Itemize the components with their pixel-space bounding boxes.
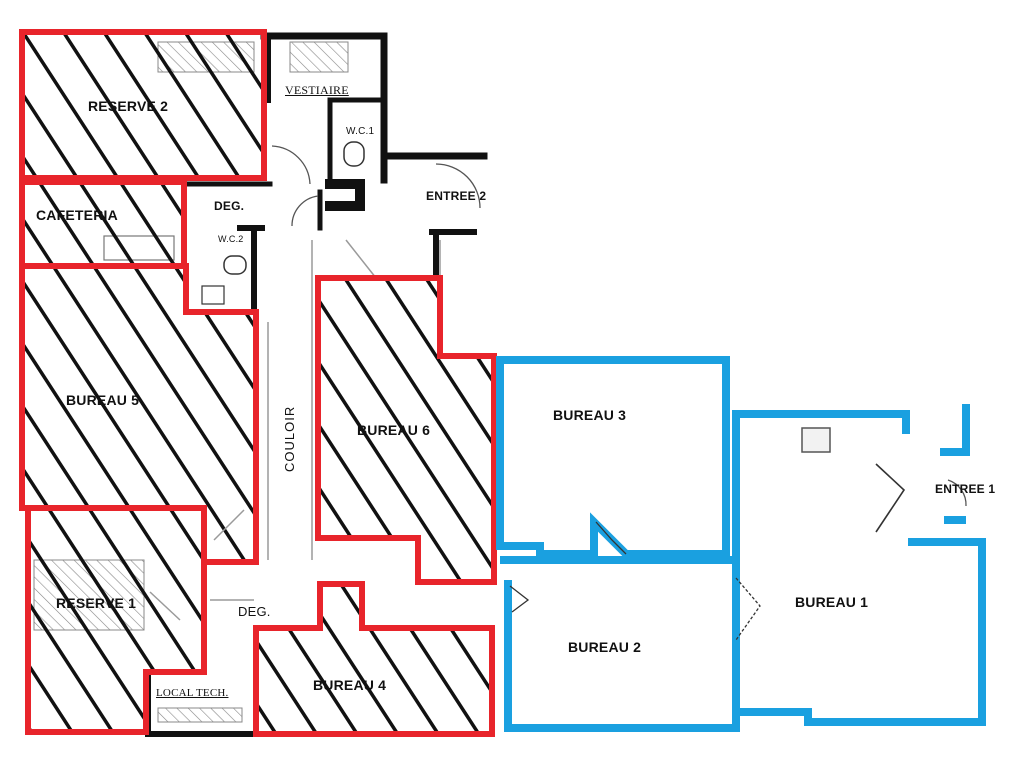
label-bureau-2: BUREAU 2 bbox=[568, 639, 642, 655]
label-bureau-1: BUREAU 1 bbox=[795, 594, 869, 610]
door-bureau1-double bbox=[875, 463, 906, 533]
red-zones bbox=[19, 29, 497, 737]
label-reserve-1: RESERVE 1 bbox=[56, 595, 137, 611]
label-bureau-5: BUREAU 5 bbox=[66, 392, 140, 408]
door-entree2 bbox=[435, 163, 481, 209]
label-deg-bottom: DEG. bbox=[238, 604, 271, 619]
label-wc-1: W.C.1 bbox=[346, 126, 375, 137]
bureau6-outline bbox=[315, 275, 497, 585]
sink-icon bbox=[801, 427, 831, 453]
label-entree-2: ENTREE 2 bbox=[426, 189, 487, 203]
reserve1-hatch bbox=[30, 510, 204, 730]
local-tech-equipment bbox=[157, 707, 243, 723]
door-bureau2 bbox=[735, 577, 761, 641]
wc1-toilet-icon bbox=[343, 141, 365, 167]
bureau1-bottom bbox=[736, 538, 986, 726]
label-vestiaire: VESTIAIRE bbox=[285, 83, 349, 97]
label-wc-2: W.C.2 bbox=[218, 234, 244, 244]
blue-zones bbox=[496, 356, 986, 732]
wc2-toilet-icon bbox=[223, 255, 247, 275]
bureau5-hatch bbox=[22, 268, 254, 562]
wall-local-tech bbox=[145, 673, 253, 737]
door-bureau2-left bbox=[509, 585, 530, 613]
wall-core-block bbox=[325, 179, 365, 211]
bureau1-outline bbox=[732, 410, 910, 560]
label-deg-top: DEG. bbox=[214, 199, 245, 213]
label-bureau-4: BUREAU 4 bbox=[313, 677, 387, 693]
doors bbox=[271, 145, 967, 641]
label-reserve-2: RESERVE 2 bbox=[88, 98, 169, 114]
label-bureau-3: BUREAU 3 bbox=[553, 407, 627, 423]
reserve2-hatch bbox=[22, 32, 264, 178]
door-wc2 bbox=[291, 195, 319, 227]
bureau6-hatch bbox=[318, 278, 492, 580]
label-entree-1: ENTREE 1 bbox=[935, 482, 996, 496]
wall-top-vestiaire bbox=[260, 32, 388, 184]
bureau2-outline bbox=[500, 556, 740, 732]
door-entree1 bbox=[947, 479, 967, 507]
wc-sink-icon bbox=[201, 285, 225, 305]
label-couloir: COULOIR bbox=[282, 405, 297, 472]
vestiaire-shelf bbox=[289, 41, 349, 73]
bureau3-outline bbox=[496, 356, 730, 558]
label-local-tech: LOCAL TECH. bbox=[156, 687, 229, 699]
bureau4-outline bbox=[253, 581, 495, 737]
label-cafeteria: CAFETERIA bbox=[36, 207, 118, 223]
bureau4-hatch bbox=[256, 584, 492, 732]
hatched-zones bbox=[22, 32, 492, 732]
label-bureau-6: BUREAU 6 bbox=[357, 422, 431, 438]
door-deg bbox=[271, 145, 311, 185]
reserve2-outline bbox=[19, 29, 267, 181]
door-bureau3 bbox=[595, 521, 627, 555]
reserve1-outline bbox=[25, 505, 207, 735]
cafeteria-hatch bbox=[22, 184, 182, 264]
thin-walls bbox=[149, 239, 441, 621]
bureau1-right bbox=[940, 404, 970, 456]
